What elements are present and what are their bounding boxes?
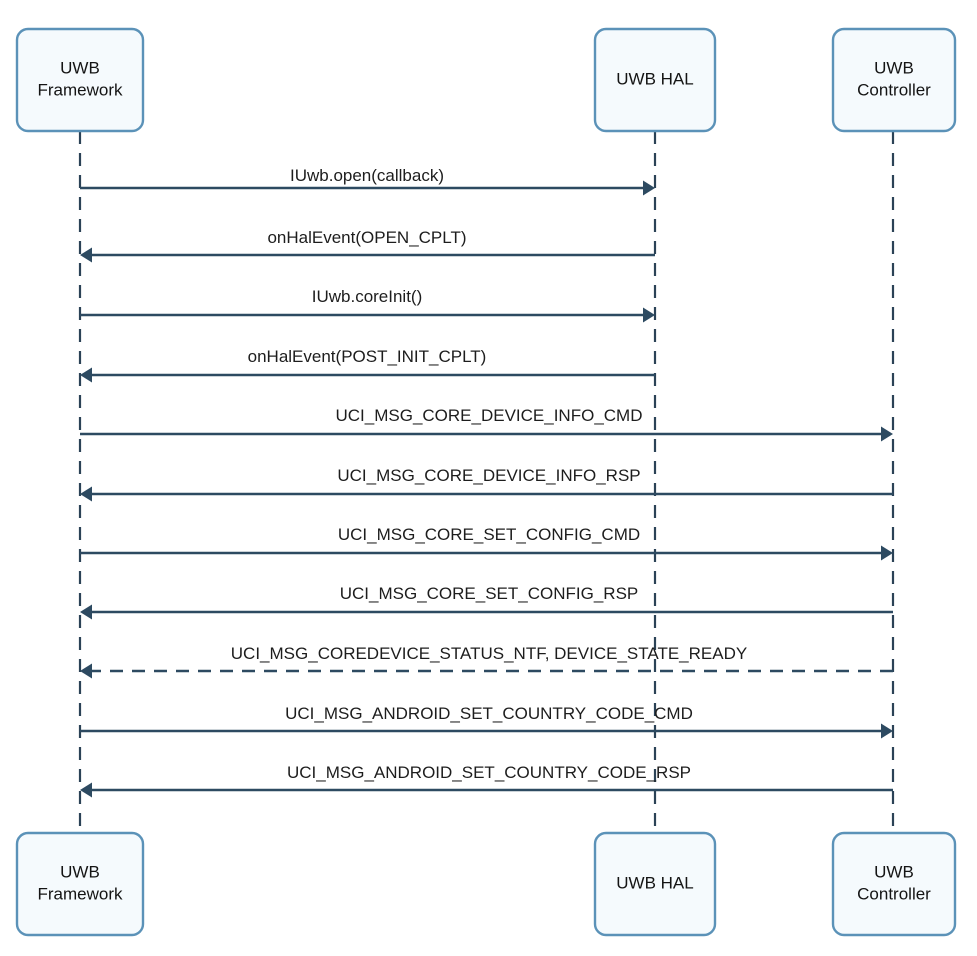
participant-controller-top[interactable]: UWB Controller	[831, 27, 957, 133]
participant-label: UWB	[874, 58, 914, 77]
participant-box	[593, 831, 717, 937]
messages-layer: IUwb.open(callback) onHalEvent(OPEN_CPLT)…	[80, 166, 893, 798]
participant-framework-bottom[interactable]: UWB Framework	[15, 831, 145, 937]
participant-label: UWB HAL	[616, 69, 693, 88]
arrowhead-icon	[643, 180, 655, 196]
participant-label: Framework	[37, 80, 123, 99]
arrowhead-icon	[80, 486, 92, 502]
message-arrow[interactable]: UCI_MSG_CORE_DEVICE_INFO_CMD	[80, 406, 893, 442]
message-arrow[interactable]: IUwb.coreInit()	[80, 287, 655, 323]
participant-box	[831, 831, 957, 937]
message-arrow[interactable]: UCI_MSG_CORE_DEVICE_INFO_RSP	[80, 466, 893, 502]
arrowhead-icon	[643, 307, 655, 323]
participant-box	[593, 27, 717, 133]
participant-label: Framework	[37, 884, 123, 903]
message-label: UCI_MSG_ANDROID_SET_COUNTRY_CODE_CMD	[285, 704, 693, 723]
message-arrow[interactable]: UCI_MSG_ANDROID_SET_COUNTRY_CODE_RSP	[80, 763, 893, 798]
message-arrow[interactable]: onHalEvent(OPEN_CPLT)	[80, 228, 655, 263]
message-label: onHalEvent(POST_INIT_CPLT)	[248, 347, 487, 366]
participant-controller-bottom[interactable]: UWB Controller	[831, 831, 957, 937]
lifelines-layer	[78, 131, 895, 833]
participant-label: UWB	[874, 862, 914, 881]
message-label: IUwb.coreInit()	[312, 287, 423, 306]
message-label: UCI_MSG_CORE_DEVICE_INFO_RSP	[337, 466, 640, 485]
participant-box	[831, 27, 957, 133]
arrowhead-icon	[80, 782, 92, 798]
message-label: UCI_MSG_COREDEVICE_STATUS_NTF, DEVICE_ST…	[231, 644, 747, 663]
arrowhead-icon	[80, 247, 92, 263]
message-arrow[interactable]: IUwb.open(callback)	[80, 166, 655, 196]
message-label: IUwb.open(callback)	[290, 166, 444, 185]
arrowhead-icon	[881, 426, 893, 442]
message-arrow[interactable]: UCI_MSG_CORE_SET_CONFIG_RSP	[80, 584, 893, 620]
participant-hal-top[interactable]: UWB HAL	[593, 27, 717, 133]
arrowhead-icon	[881, 723, 893, 739]
participant-framework-top[interactable]: UWB Framework	[15, 27, 145, 133]
message-arrow[interactable]: UCI_MSG_COREDEVICE_STATUS_NTF, DEVICE_ST…	[80, 644, 893, 679]
message-label: onHalEvent(OPEN_CPLT)	[267, 228, 466, 247]
message-arrow[interactable]: UCI_MSG_ANDROID_SET_COUNTRY_CODE_CMD	[80, 704, 893, 739]
participant-hal-bottom[interactable]: UWB HAL	[593, 831, 717, 937]
message-label: UCI_MSG_ANDROID_SET_COUNTRY_CODE_RSP	[287, 763, 691, 782]
message-arrow[interactable]: UCI_MSG_CORE_SET_CONFIG_CMD	[80, 525, 893, 561]
arrowhead-icon	[80, 604, 92, 620]
message-arrow[interactable]: onHalEvent(POST_INIT_CPLT)	[80, 347, 655, 383]
message-label: UCI_MSG_CORE_DEVICE_INFO_CMD	[335, 406, 642, 425]
participant-label: UWB	[60, 862, 100, 881]
arrowhead-icon	[80, 367, 92, 383]
arrowhead-icon	[80, 663, 92, 679]
participant-label: Controller	[857, 884, 931, 903]
participant-label: Controller	[857, 80, 931, 99]
arrowhead-icon	[881, 545, 893, 561]
participant-box	[15, 831, 145, 937]
participant-label: UWB	[60, 58, 100, 77]
participant-box	[15, 27, 145, 133]
participant-label: UWB HAL	[616, 873, 693, 892]
message-label: UCI_MSG_CORE_SET_CONFIG_RSP	[340, 584, 639, 603]
message-label: UCI_MSG_CORE_SET_CONFIG_CMD	[338, 525, 640, 544]
